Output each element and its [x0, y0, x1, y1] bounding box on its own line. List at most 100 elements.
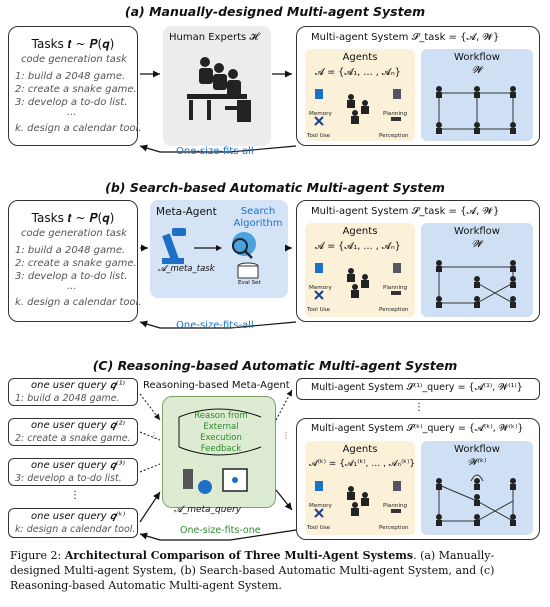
- query-title: one user query 𝒒⁽¹⁾: [31, 380, 125, 391]
- workflow-box: Workflow 𝓦: [421, 223, 533, 317]
- agents-title: Agents: [342, 444, 378, 455]
- caption-prefix: Figure 2:: [10, 549, 65, 562]
- section-c-arrows: ⋮ ⋮: [139, 389, 297, 541]
- agents-formula: 𝓐⁽ᵏ⁾ = {𝓐₁⁽ᵏ⁾, … , 𝓐ₙ⁽ᵏ⁾}: [309, 459, 416, 469]
- task-line: 2: create a snake game.: [15, 258, 137, 269]
- planning-label: Planning: [383, 285, 408, 291]
- task-type: code generation task: [21, 228, 127, 239]
- human-experts-label: Human Experts 𝓗: [169, 32, 259, 43]
- agents-box: Agents 𝓐 = {𝓐₁, … , 𝓐ₙ} Memory Planning …: [305, 223, 415, 317]
- mas-card-c1: Multi-agent System 𝓢⁽¹⁾_query = {𝓐⁽¹⁾, 𝓦…: [296, 378, 540, 400]
- reason-text: Reason from External Execution Feedback: [194, 411, 248, 454]
- query-text: 3: develop a to-do list.: [15, 473, 122, 484]
- task-line: 1: build a 2048 game.: [15, 71, 126, 82]
- query-card: one user query 𝒒⁽³⁾ 3: develop a to-do l…: [8, 458, 138, 486]
- memory-label: Memory: [309, 503, 332, 509]
- search-algorithm-label: Search Algorithm: [233, 206, 283, 229]
- memory-label: Memory: [309, 285, 332, 291]
- agent-robots-icon: [314, 481, 401, 518]
- agent-robots-icon: [314, 89, 401, 126]
- task-line: 3: develop a to-do list.: [15, 97, 128, 108]
- perception-label: Perception: [379, 307, 409, 313]
- query-card: one user query 𝒒⁽²⁾ 2: create a snake ga…: [8, 418, 138, 446]
- query-title: one user query 𝒒⁽²⁾: [31, 420, 125, 431]
- tool-use-label: Tool Use: [307, 307, 331, 313]
- workflow-symbol: 𝓦: [471, 239, 483, 250]
- human-experts-box: Human Experts 𝓗: [163, 26, 271, 146]
- caption-bold: Architectural Comparison of Three Multi-…: [64, 549, 414, 562]
- workflow-title: Workflow: [454, 444, 500, 455]
- perception-label: Perception: [379, 525, 409, 531]
- workflow-box: Workflow 𝓦⁽ᵏ⁾: [421, 441, 533, 535]
- meta-agent-icons: [162, 228, 259, 279]
- task-line: k. design a calendar tool.: [15, 297, 142, 308]
- mas1-title: Multi-agent System 𝓢⁽¹⁾_query = {𝓐⁽¹⁾, 𝓦…: [311, 382, 523, 393]
- mas-title: Multi-agent System 𝓢_task = {𝓐, 𝓦}: [311, 206, 500, 217]
- query-text: 2: create a snake game.: [15, 433, 131, 444]
- task-line: 2: create a snake game.: [15, 84, 137, 95]
- caption-rest: . (a) Manually-designed Multi-agent Syst…: [10, 549, 495, 592]
- tool-use-label: Tool Use: [307, 133, 331, 139]
- workflow-graph-icon: [436, 86, 516, 134]
- figure-caption: Figure 2: Architectural Comparison of Th…: [10, 548, 540, 593]
- human-experts-icon: [187, 57, 251, 122]
- workflow-graph-icon: [436, 474, 516, 526]
- query-card: one user query 𝒒⁽¹⁾ 1: build a 2048 game…: [8, 378, 138, 406]
- workflow-box: Workflow 𝓦: [421, 49, 533, 141]
- vdots: ⋮: [70, 490, 80, 501]
- reasoning-meta-agent-box: Reason from External Execution Feedback: [162, 396, 276, 508]
- query-text: 1: build a 2048 game.: [15, 393, 120, 404]
- mas-card-a: Multi-agent System 𝓢_task = {𝓐, 𝓦} Agent…: [296, 26, 540, 146]
- meta-agent-box: Meta-Agent Search Algorithm 𝓐_meta_task …: [150, 200, 288, 298]
- vdots: ⋮: [414, 402, 424, 413]
- workflow-title: Workflow: [454, 52, 500, 63]
- task-line: 1: build a 2048 game.: [15, 245, 126, 256]
- agents-title: Agents: [342, 52, 378, 63]
- meta-task-label: 𝓐_meta_task: [158, 264, 215, 274]
- workflow-symbol: 𝓦⁽ᵏ⁾: [467, 457, 487, 468]
- reasoning-cycle-icon: [178, 408, 262, 494]
- section-a-arrows: [139, 70, 297, 153]
- agents-box: Agents 𝓐⁽ᵏ⁾ = {𝓐₁⁽ᵏ⁾, … , 𝓐ₙ⁽ᵏ⁾} Memory …: [305, 441, 415, 535]
- section-b-arrows: [139, 244, 297, 329]
- query-card: one user query 𝒒⁽ᵏ⁾ k: design a calendar…: [8, 508, 138, 538]
- meta-agent-label: Meta-Agent: [156, 206, 217, 218]
- mas-card-ck: Multi-agent System 𝓢⁽ᵏ⁾_query = {𝓐⁽ᵏ⁾, 𝓦…: [296, 418, 540, 540]
- planning-label: Planning: [383, 503, 408, 509]
- tasks-title: Tasks 𝒕 ~ 𝑷(𝒒): [31, 37, 115, 51]
- workflow-symbol: 𝓦: [471, 65, 483, 76]
- tasks-card-a: Tasks 𝒕 ~ 𝑷(𝒒) code generation task 1: b…: [8, 26, 142, 146]
- agents-formula: 𝓐 = {𝓐₁, … , 𝓐ₙ}: [315, 241, 401, 252]
- task-line: ...: [67, 107, 77, 118]
- query-title: one user query 𝒒⁽ᵏ⁾: [31, 511, 126, 522]
- task-type: code generation task: [21, 54, 127, 65]
- tool-use-label: Tool Use: [307, 525, 331, 531]
- tasks-title: Tasks 𝒕 ~ 𝑷(𝒒): [31, 211, 115, 225]
- perception-label: Perception: [379, 133, 409, 139]
- task-line: 3: develop a to-do list.: [15, 271, 128, 282]
- tasks-card-b: Tasks 𝒕 ~ 𝑷(𝒒) code generation task 1: b…: [8, 200, 142, 322]
- svg-text:⋮: ⋮: [150, 431, 158, 440]
- query-title: one user query 𝒒⁽³⁾: [31, 460, 125, 471]
- planning-label: Planning: [383, 111, 408, 117]
- eval-set-label: Eval Set: [238, 280, 261, 286]
- agents-box: Agents 𝓐 = {𝓐₁, … , 𝓐ₙ} Memory Planning …: [305, 49, 415, 141]
- agent-robots-icon: [314, 263, 401, 300]
- query-text: k: design a calendar tool.: [15, 524, 136, 535]
- workflow-title: Workflow: [454, 226, 500, 237]
- mask-title: Multi-agent System 𝓢⁽ᵏ⁾_query = {𝓐⁽ᵏ⁾, 𝓦…: [311, 423, 524, 434]
- section-a-title: (a) Manually-designed Multi-agent System: [124, 4, 426, 19]
- meta-agent-title: Reasoning-based Meta-Agent: [143, 380, 290, 391]
- section-b-title: (b) Search-based Automatic Multi-agent S…: [105, 180, 445, 195]
- mas-title: Multi-agent System 𝓢_task = {𝓐, 𝓦}: [311, 32, 500, 43]
- agents-title: Agents: [342, 226, 378, 237]
- feedback-label-b: One-size-fits-all: [176, 320, 254, 331]
- workflow-graph-icon: [436, 260, 516, 308]
- section-c-title: (C) Reasoning-based Automatic Multi-agen…: [92, 358, 458, 373]
- agents-formula: 𝓐 = {𝓐₁, … , 𝓐ₙ}: [315, 67, 401, 78]
- svg-text:⋮: ⋮: [282, 431, 290, 440]
- task-line: k. design a calendar tool.: [15, 123, 142, 134]
- meta-query-label: 𝓐_meta_query: [174, 505, 242, 515]
- memory-label: Memory: [309, 111, 332, 117]
- feedback-label-a: One-size-fits-all: [176, 146, 254, 157]
